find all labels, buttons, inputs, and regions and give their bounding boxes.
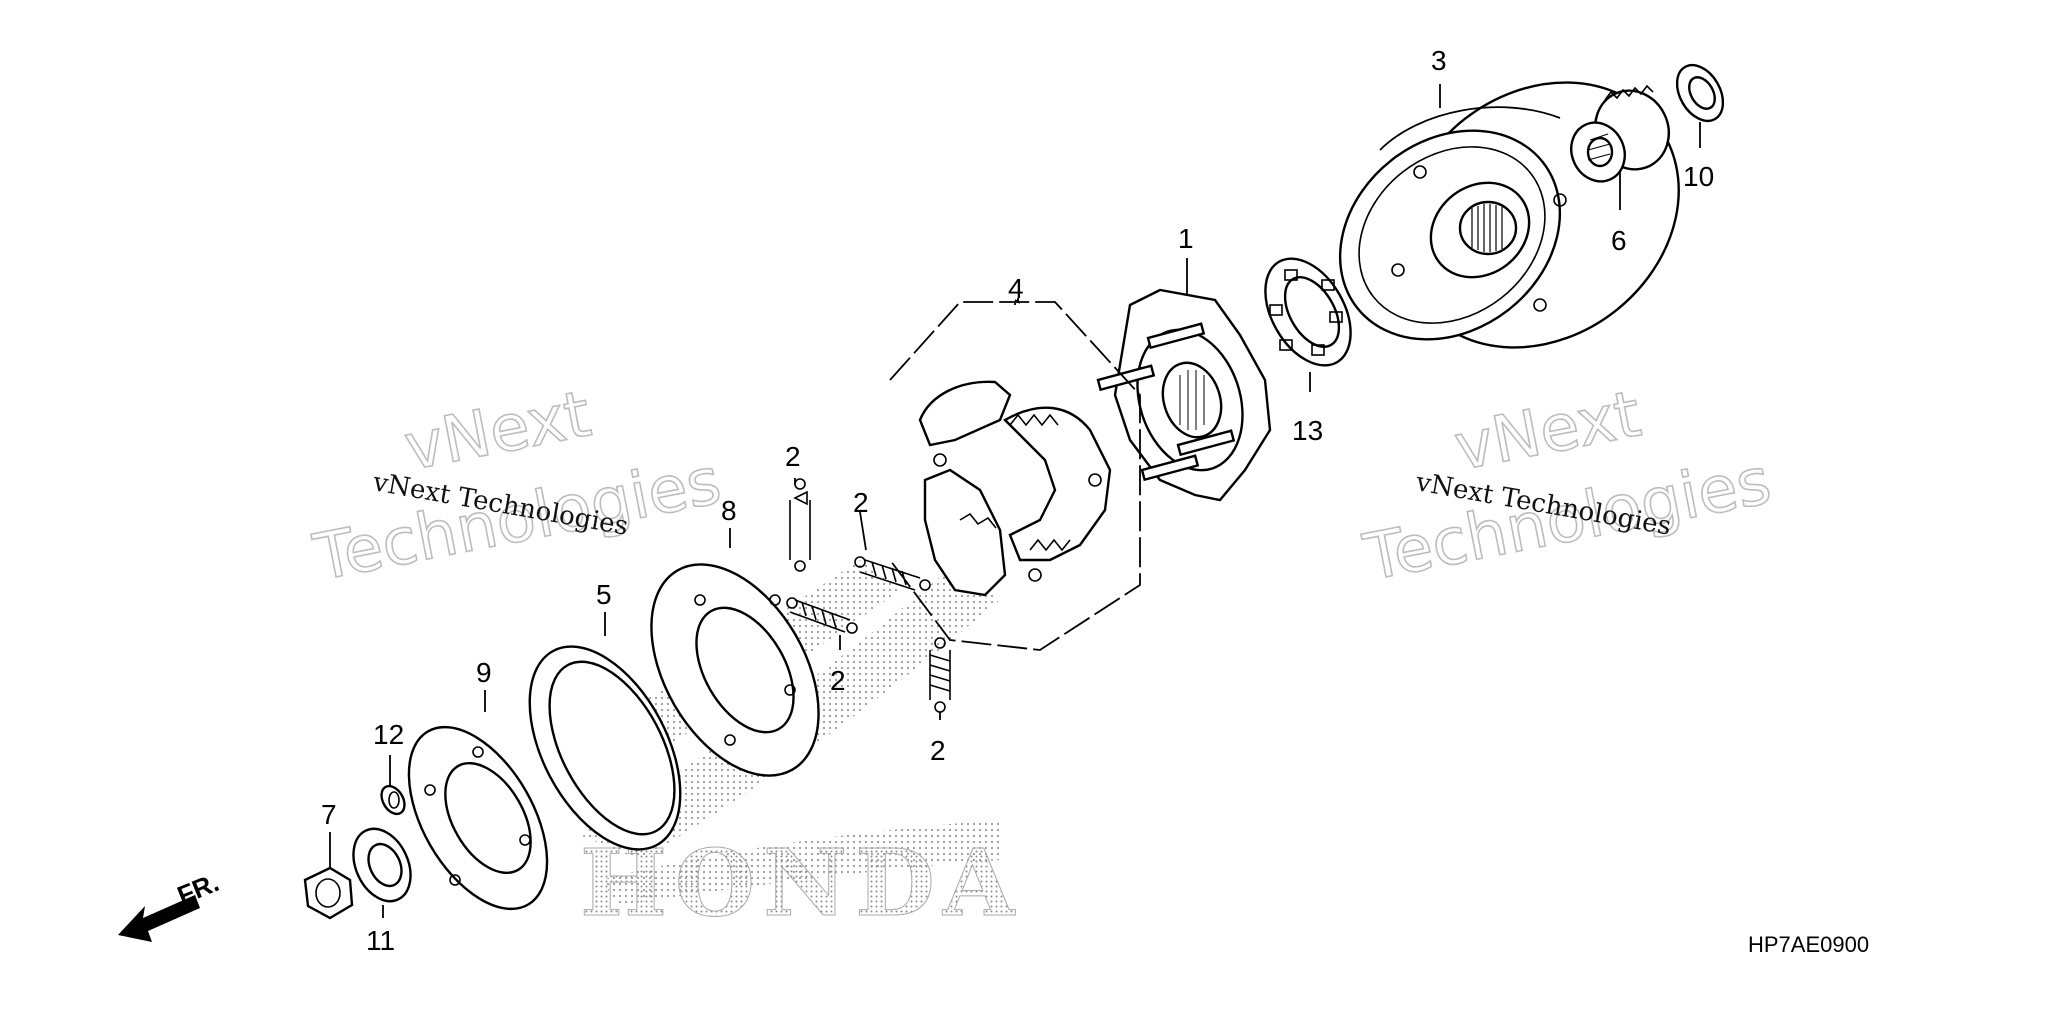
svg-text:vNext: vNext xyxy=(399,377,597,485)
watermark-right: vNext Technologies vNext Technologies xyxy=(1357,377,1777,597)
clutch-drive-plate xyxy=(1096,288,1272,502)
callout-1: 1 xyxy=(1178,223,1194,254)
clutch-spring-d xyxy=(929,637,951,713)
clutch-outer-drum xyxy=(1338,81,1680,349)
callout-4: 4 xyxy=(1008,273,1024,304)
callout-12: 12 xyxy=(373,719,404,750)
diagram-reference-code: HP7AE0900 xyxy=(1748,932,1869,957)
clutch-plate-8 xyxy=(650,563,820,777)
front-direction-arrow-icon: FR. xyxy=(118,867,223,942)
callout-3: 3 xyxy=(1431,45,1447,76)
callout-8: 8 xyxy=(721,495,737,526)
callout-5: 5 xyxy=(596,579,612,610)
callout-2d: 2 xyxy=(930,735,946,766)
thrust-washer-10 xyxy=(1675,63,1725,123)
callout-13: 13 xyxy=(1292,415,1323,446)
leader-lines xyxy=(329,84,1701,918)
callout-2c: 2 xyxy=(830,665,846,696)
clutch-weight-assembly xyxy=(889,301,1141,651)
callout-10: 10 xyxy=(1683,161,1714,192)
svg-text:vNext: vNext xyxy=(1449,377,1647,485)
watermark-left: vNext Technologies vNext Technologies xyxy=(307,377,727,597)
callout-2a: 2 xyxy=(785,441,801,472)
callout-labels: 3 1 4 13 6 10 2 2 2 2 8 5 9 12 7 11 xyxy=(321,45,1714,956)
washer-11 xyxy=(352,827,412,903)
clutch-spring-c xyxy=(786,597,858,634)
clutch-spring-b xyxy=(854,556,931,591)
friction-ring-5 xyxy=(528,645,682,851)
callout-2b: 2 xyxy=(853,487,869,518)
callout-11: 11 xyxy=(366,925,395,956)
lock-nut-7 xyxy=(303,866,354,920)
one-way-clutch xyxy=(1264,257,1352,367)
clutch-spring-a xyxy=(789,478,811,572)
retainer-plate-9 xyxy=(407,725,549,911)
callout-6: 6 xyxy=(1611,225,1627,256)
callout-7: 7 xyxy=(321,799,337,830)
circlip-12 xyxy=(380,784,406,816)
primary-drive-gear xyxy=(1570,84,1670,183)
callout-9: 9 xyxy=(476,657,492,688)
